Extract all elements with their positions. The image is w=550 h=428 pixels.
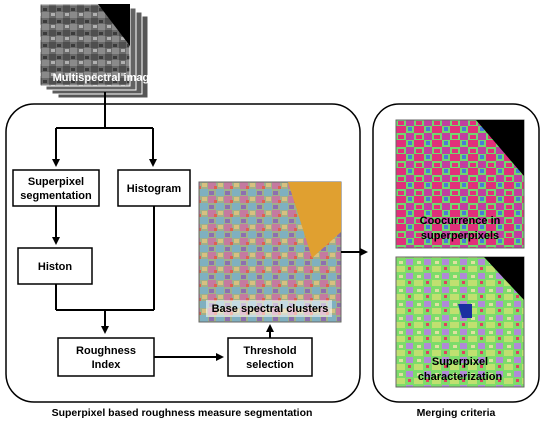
cooccurrence-image: Coocurrence in superperpixels — [395, 119, 525, 249]
roughness-index-box: Roughness Index — [57, 337, 155, 377]
right-caption: Merging criteria — [417, 407, 496, 419]
superpixel-segmentation-line2: segmentation — [20, 190, 92, 202]
threshold-line1: Threshold — [243, 345, 296, 357]
roughness-line1: Roughness — [76, 345, 136, 357]
char-black-corner — [484, 257, 524, 300]
cooccurrence-line1: Coocurrence in — [420, 215, 501, 227]
histon-label: Histon — [38, 261, 73, 273]
threshold-line2: selection — [246, 359, 294, 371]
threshold-selection-box: Threshold selection — [227, 337, 313, 377]
characterization-line1: Superpixel — [432, 356, 488, 368]
multispectral-image-label: Multispectral image — [53, 72, 156, 84]
histogram-box: Histogram — [117, 169, 191, 207]
characterization-line2: characterization — [418, 371, 503, 383]
left-caption: Superpixel based roughness measure segme… — [52, 407, 313, 419]
characterization-image: Superpixel characterization — [395, 256, 525, 388]
input-arrows — [52, 92, 157, 167]
merging-container — [372, 103, 540, 403]
superpixel-segmentation-box: Superpixel segmentation — [12, 169, 100, 207]
histon-box: Histon — [17, 247, 93, 285]
histogram-label: Histogram — [127, 183, 182, 195]
cooccurrence-line2: superperpixels — [421, 230, 499, 242]
superpixel-segmentation-line1: Superpixel — [28, 176, 84, 188]
clusters-label: Base spectral clusters — [212, 303, 329, 315]
cooc-black-corner — [476, 120, 524, 176]
arrows-to-roughness — [55, 206, 155, 334]
multispectral-image-stack: Multispectral image — [39, 3, 156, 99]
roughness-line2: Index — [92, 359, 122, 371]
base-spectral-clusters-image: Base spectral clusters — [198, 181, 342, 323]
clusters-orange-region — [288, 182, 341, 258]
